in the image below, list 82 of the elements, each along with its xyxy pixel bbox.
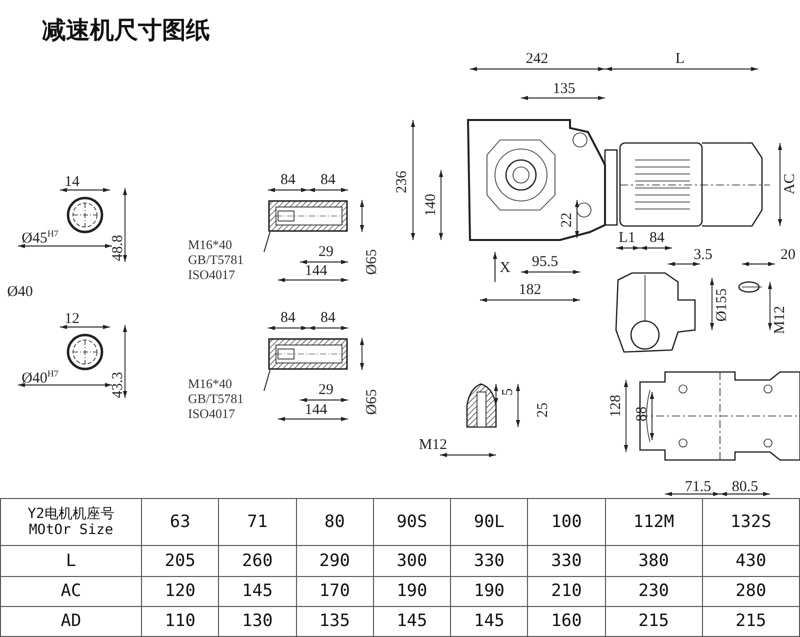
table-cell: 112M: [605, 498, 702, 546]
table-cell: 90S: [373, 498, 451, 546]
table-cell: 132S: [702, 498, 800, 546]
dimension-value: 71.5: [684, 479, 712, 495]
row-header-cell: Y2电机机座号 MOtOr Size: [0, 498, 142, 546]
dimension-value: 14: [64, 174, 80, 190]
table-cell: 135: [296, 606, 374, 636]
dimension-value: 84: [280, 172, 296, 188]
table-cell: 260: [218, 546, 296, 576]
dimension-value: AC: [782, 174, 798, 194]
table-cell: 205: [142, 546, 219, 576]
table-cell: 280: [702, 576, 800, 606]
dimension-value: 128: [608, 394, 624, 418]
table-cell: 300: [373, 546, 451, 576]
dimension-value: 29: [318, 244, 334, 260]
hollow-shaft-drawing: [268, 200, 348, 232]
view-label: X: [500, 260, 510, 276]
table-cell: 230: [605, 576, 702, 606]
dimension-value: 29: [318, 382, 334, 398]
dimension-value: L: [675, 51, 685, 67]
leader-line: [264, 232, 270, 252]
table-cell: 190: [450, 576, 528, 606]
row-header-cell: AD: [0, 606, 142, 636]
table-cell: 170: [296, 576, 374, 606]
hollow-shaft-drawing: [268, 338, 348, 370]
table-cell: 430: [702, 546, 800, 576]
dimension-value: Ø65: [364, 249, 380, 275]
table-cell: 110: [142, 606, 219, 636]
dimension-value: 12: [64, 311, 80, 327]
dimension-value: 3.5: [694, 247, 712, 263]
dimension-value: 84: [650, 230, 664, 246]
dimension-value: Ø155: [714, 288, 730, 322]
table-cell: 120: [142, 576, 219, 606]
dimension-value: 48.8: [110, 234, 126, 262]
table-cell: 215: [702, 606, 800, 636]
table-cell: 190: [373, 576, 451, 606]
table-cell: 215: [605, 606, 702, 636]
dimension-value: 20: [780, 247, 796, 263]
dimension-value: M12: [772, 306, 788, 334]
dimension-value: 140: [423, 194, 439, 216]
dimension-value: 84: [320, 310, 336, 326]
dimension-value: Ø40$^{H7}$: [22, 368, 58, 386]
dimension-value: 135: [552, 81, 576, 97]
leader-line: [264, 370, 270, 392]
table-cell: 145: [450, 606, 528, 636]
dimension-value: Ø45$^{H7}$: [22, 228, 58, 246]
dimension-value: Ø65: [364, 389, 380, 415]
table-cell: 71: [218, 498, 296, 546]
dimension-value: 144: [304, 263, 328, 279]
table-cell: 145: [373, 606, 451, 636]
dimension-value: 84: [280, 310, 296, 326]
table-cell: 380: [605, 546, 702, 576]
table-cell: 160: [528, 606, 606, 636]
dimension-value: 236: [394, 170, 410, 194]
part-note: M16*40 GB/T5781 ISO4017: [188, 237, 264, 283]
table-cell: 63: [142, 498, 219, 546]
dimension-value: 182: [518, 282, 542, 298]
table-cell: 330: [528, 546, 606, 576]
dimension-value: 144: [304, 402, 328, 418]
dimension-value: 242: [526, 51, 548, 67]
dimension-value: 80.5: [732, 479, 758, 495]
row-header-cell: L: [0, 546, 142, 576]
dimension-value: L1: [618, 230, 636, 246]
table-cell: 330: [450, 546, 528, 576]
table-cell: 290: [296, 546, 374, 576]
table-cell: 145: [218, 576, 296, 606]
table-cell: 210: [528, 576, 606, 606]
dimension-value: Ø40: [7, 284, 33, 300]
dimension-value: 25: [535, 402, 551, 418]
table-cell: 80: [296, 498, 374, 546]
dimension-value: 95.5: [532, 254, 558, 270]
table-cell: 130: [218, 606, 296, 636]
dimension-value: 5: [500, 388, 516, 396]
row-header-cell: AC: [0, 576, 142, 606]
dimension-value: 43.3: [110, 372, 126, 398]
table-cell: 100: [528, 498, 606, 546]
part-note: M16*40 GB/T5781 ISO4017: [188, 376, 264, 422]
table-cell: 90L: [450, 498, 528, 546]
dimension-value: M12: [418, 437, 448, 453]
dimension-value: 22: [559, 212, 575, 228]
title: 减速机尺寸图纸: [42, 15, 210, 46]
dimension-value: 84: [320, 172, 336, 188]
